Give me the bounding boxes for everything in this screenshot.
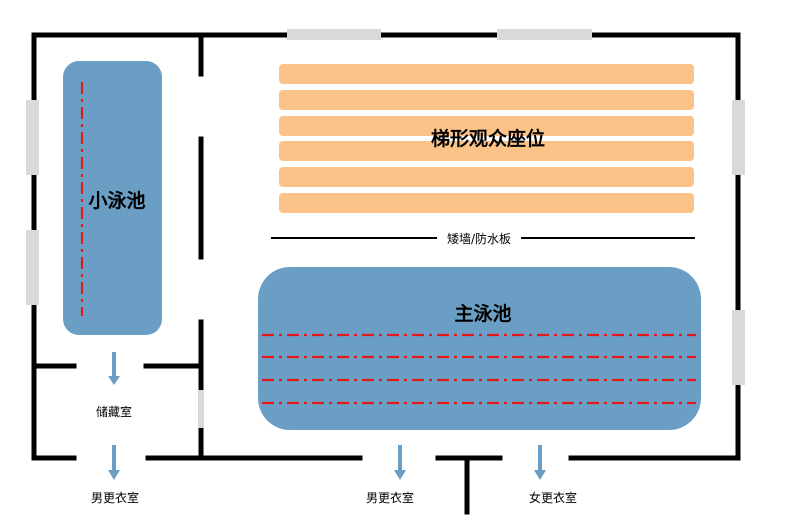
storage-label: 储藏室 xyxy=(96,404,132,419)
main-pool-label: 主泳池 xyxy=(454,302,511,325)
main-pool xyxy=(258,267,701,430)
window xyxy=(26,100,39,175)
window xyxy=(732,100,745,175)
arrow-down-icon xyxy=(534,445,546,480)
arrow-down-icon xyxy=(108,352,120,385)
seating-rows xyxy=(279,64,694,213)
windows xyxy=(26,29,745,428)
seat-row xyxy=(279,193,694,213)
seat-row xyxy=(279,167,694,187)
low-wall-label: 矮墙/防水板 xyxy=(447,231,511,246)
womens-changing-label: 女更衣室 xyxy=(529,490,577,505)
window xyxy=(26,230,39,305)
arrow-down-icon xyxy=(394,445,406,480)
arrow-down-icon xyxy=(108,445,120,480)
window xyxy=(497,29,592,40)
window xyxy=(287,29,381,40)
arrows xyxy=(108,352,546,480)
seat-row xyxy=(279,141,694,161)
mens-changing-left-label: 男更衣室 xyxy=(91,490,139,505)
seat-row xyxy=(279,64,694,84)
mens-changing-mid-label: 男更衣室 xyxy=(366,490,414,505)
small-pool xyxy=(63,61,162,335)
small-pool-label: 小泳池 xyxy=(88,189,145,212)
seating-label: 梯形观众座位 xyxy=(431,127,545,150)
seat-row xyxy=(279,90,694,110)
window xyxy=(732,310,745,385)
seat-row xyxy=(279,116,694,136)
window xyxy=(198,390,204,428)
